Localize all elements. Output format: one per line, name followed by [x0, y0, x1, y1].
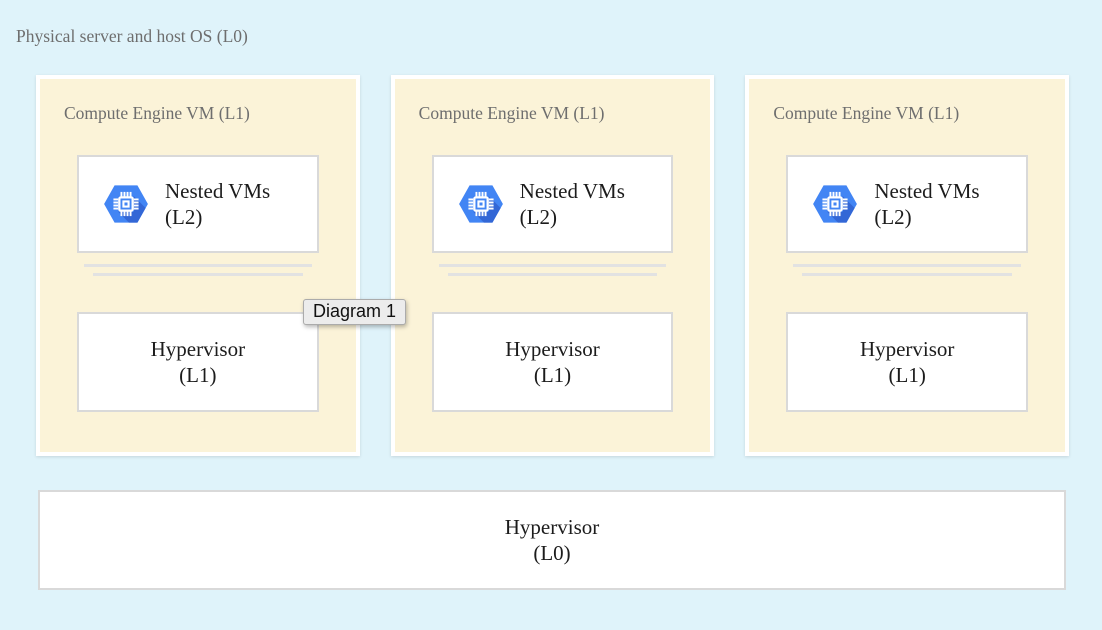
nested-vms-box: Nested VMs (L2)	[431, 155, 674, 253]
compute-engine-icon	[458, 184, 504, 224]
nested-vms-label: Nested VMs (L2)	[874, 179, 980, 229]
diagram-tooltip: Diagram 1	[303, 299, 407, 325]
hypervisor-l1-box: Hypervisor (L1)	[786, 312, 1029, 412]
compute-engine-icon	[103, 184, 149, 224]
stacked-cards-line	[793, 264, 1022, 267]
vm-label: Compute Engine VM (L1)	[64, 103, 250, 123]
stacked-cards-line	[84, 264, 312, 267]
vm-columns-row: Compute Engine VM (L1)	[36, 75, 1070, 456]
stacked-cards-line	[802, 273, 1013, 276]
nested-vms-box: Nested VMs (L2)	[77, 155, 319, 253]
hypervisor-l1-box: Hypervisor (L1)	[431, 312, 674, 412]
stacked-cards-line	[438, 264, 667, 267]
stacked-cards-line	[93, 273, 303, 276]
vm-label: Compute Engine VM (L1)	[773, 103, 960, 123]
hypervisor-l1-box: Hypervisor (L1)	[77, 312, 319, 412]
compute-engine-vm-box: Compute Engine VM (L1)	[36, 75, 360, 456]
nested-vms-box: Nested VMs (L2)	[786, 155, 1029, 253]
hypervisor-l0-box: Hypervisor (L0)	[38, 490, 1066, 590]
compute-engine-vm-box: Compute Engine VM (L1)	[390, 75, 715, 456]
nested-vms-label: Nested VMs (L2)	[519, 179, 625, 229]
host-os-label: Physical server and host OS (L0)	[16, 26, 248, 46]
stacked-cards-line	[447, 273, 658, 276]
nested-vms-label: Nested VMs (L2)	[165, 179, 271, 229]
compute-engine-icon	[812, 184, 858, 224]
compute-engine-vm-box: Compute Engine VM (L1)	[745, 75, 1070, 456]
vm-label: Compute Engine VM (L1)	[418, 103, 605, 123]
